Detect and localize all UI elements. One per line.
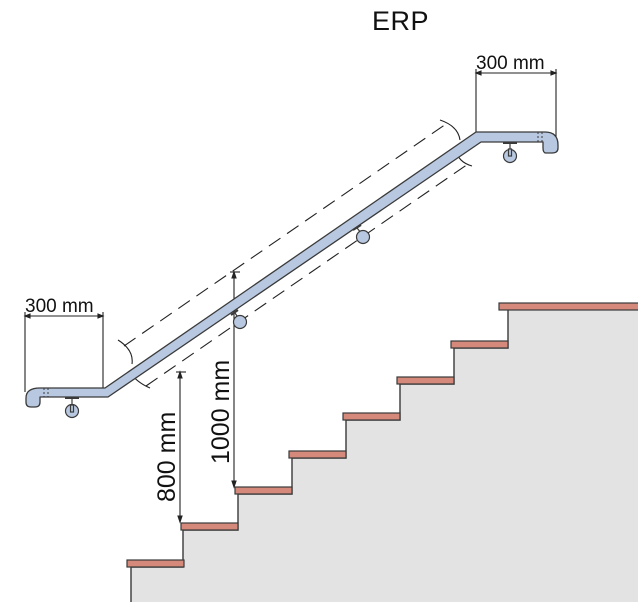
tread-3 [234,486,293,495]
tread-8-landing [498,302,638,311]
rail-bracket-middle-high [352,224,371,245]
stair-wall [131,310,638,602]
rail-bracket-middle-low [230,309,248,330]
tread-7 [450,340,509,349]
extension-label-left: 300 mm [25,296,94,317]
handrail [25,131,559,408]
tread-6 [396,376,455,385]
tread-4 [288,450,347,459]
tread-2 [180,522,239,531]
diagram-title: ERP [372,6,430,36]
stair-treads [126,302,638,568]
extension-dimension-right [474,69,558,140]
tread-5 [342,412,401,421]
handrail-body [25,131,559,408]
extension-dimension-left [23,312,105,392]
rail-bracket-left [64,397,80,419]
height-label-800: 800 mm [153,411,181,502]
extension-label-right: 300 mm [476,53,545,74]
tread-1 [126,559,185,568]
height-dimension-800 [176,370,186,524]
height-label-1000: 1000 mm [207,359,235,464]
rail-bracket-right [502,142,518,164]
